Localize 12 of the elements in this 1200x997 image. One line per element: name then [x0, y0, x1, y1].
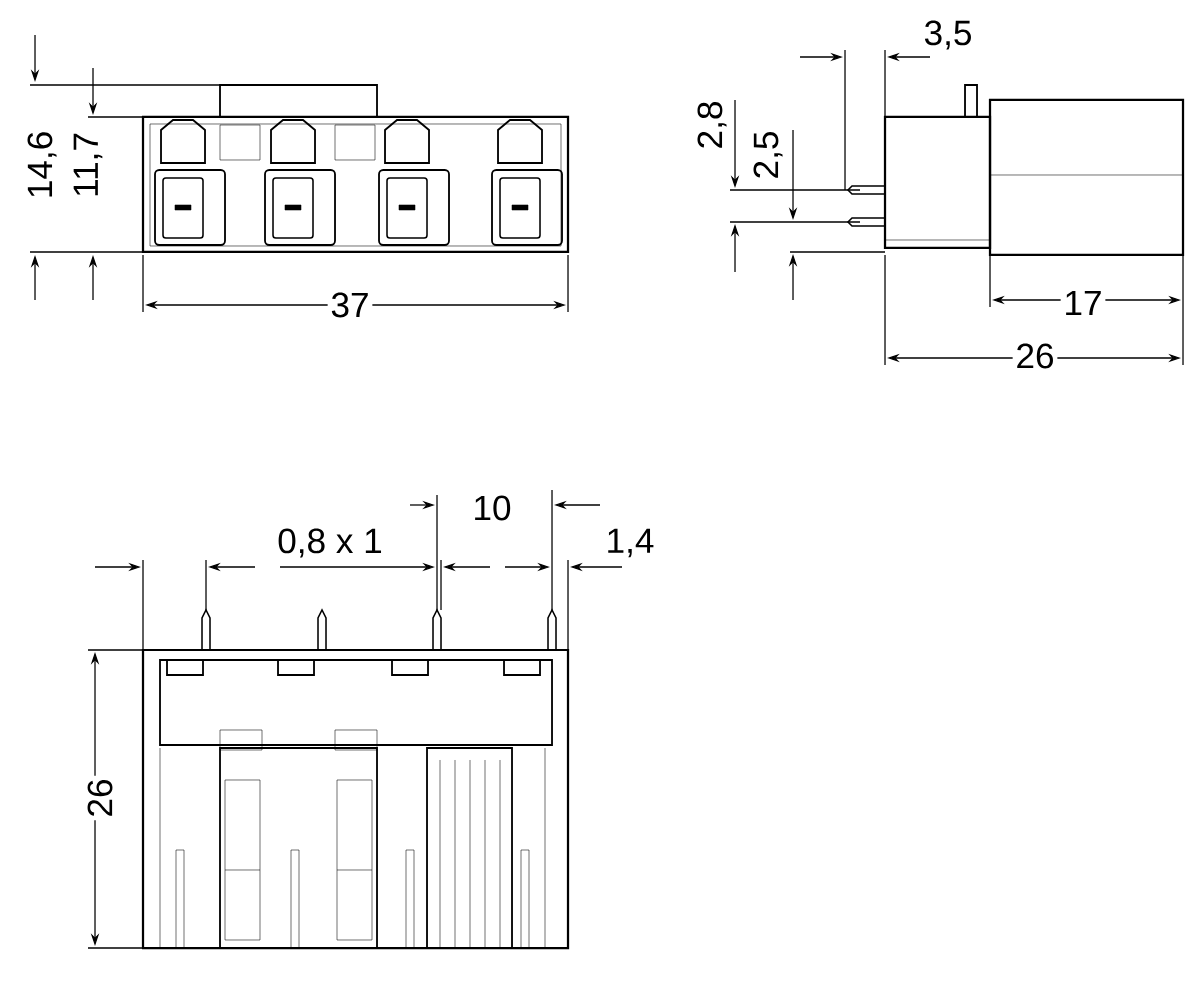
dimension-label: 11,7 — [70, 129, 106, 201]
dimension-label: 2,8 — [694, 97, 730, 153]
dimension-label: 10 — [469, 492, 515, 524]
dimension-label: 2,5 — [750, 127, 786, 183]
dimension-label: 17 — [1060, 288, 1106, 318]
dimension-label: 14,6 — [24, 128, 60, 202]
dimension-label: 0,8 x 1 — [274, 525, 386, 561]
dimension-label: 26 — [84, 775, 116, 821]
dimension-label: 26 — [1012, 340, 1058, 372]
dimension-label: 3,5 — [920, 17, 976, 53]
dimension-label: 37 — [327, 289, 373, 321]
dimension-label: 1,4 — [602, 525, 658, 561]
